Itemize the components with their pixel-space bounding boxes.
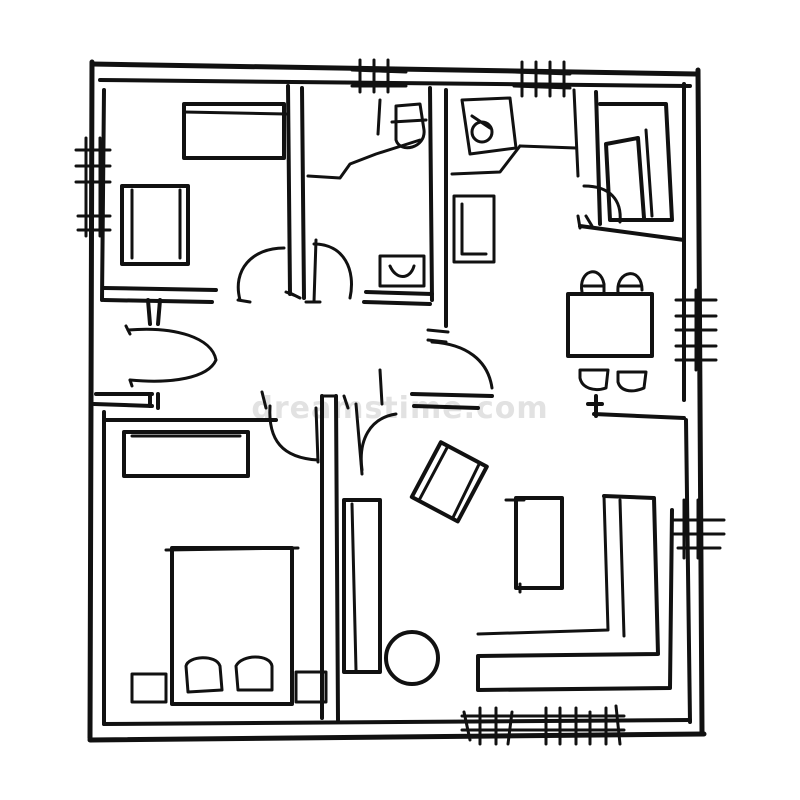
window-marks [74, 58, 726, 746]
small-bedroom-furniture [120, 102, 288, 266]
watermark-text: dreamstime.com [251, 391, 548, 426]
console [342, 498, 382, 674]
nightstand-left [130, 672, 168, 704]
pillow-right [234, 655, 274, 692]
kitchen-counter [598, 102, 674, 222]
living-room-furniture [342, 440, 674, 692]
round-table [384, 630, 440, 686]
toilet-room-fixtures [306, 98, 428, 288]
large-bedroom-furniture [122, 430, 328, 706]
coffee-table [514, 496, 564, 590]
bed-top [182, 102, 286, 160]
dresser [122, 430, 250, 478]
bathroom-fixtures [452, 96, 518, 264]
chair-top-right [616, 272, 644, 294]
dining-table [566, 292, 654, 358]
door-swings [124, 184, 622, 476]
armchair-rotated [409, 440, 489, 524]
toilet-fixture [394, 102, 426, 150]
bath-sink [452, 194, 496, 264]
outer-walls [87, 59, 707, 743]
interior-walls [92, 84, 686, 722]
kitchen-furniture [566, 102, 674, 393]
chair-bottom-left [578, 368, 610, 392]
double-bed [170, 546, 294, 706]
chair-top-left [580, 270, 606, 294]
sofa [476, 494, 674, 692]
pillow-left [184, 656, 224, 694]
shower-tray [460, 96, 518, 156]
armchair [120, 184, 190, 266]
shower-head [470, 120, 494, 144]
nightstand-right [294, 670, 328, 704]
chair-bottom-right [616, 370, 648, 393]
sink-fixture [378, 254, 426, 288]
